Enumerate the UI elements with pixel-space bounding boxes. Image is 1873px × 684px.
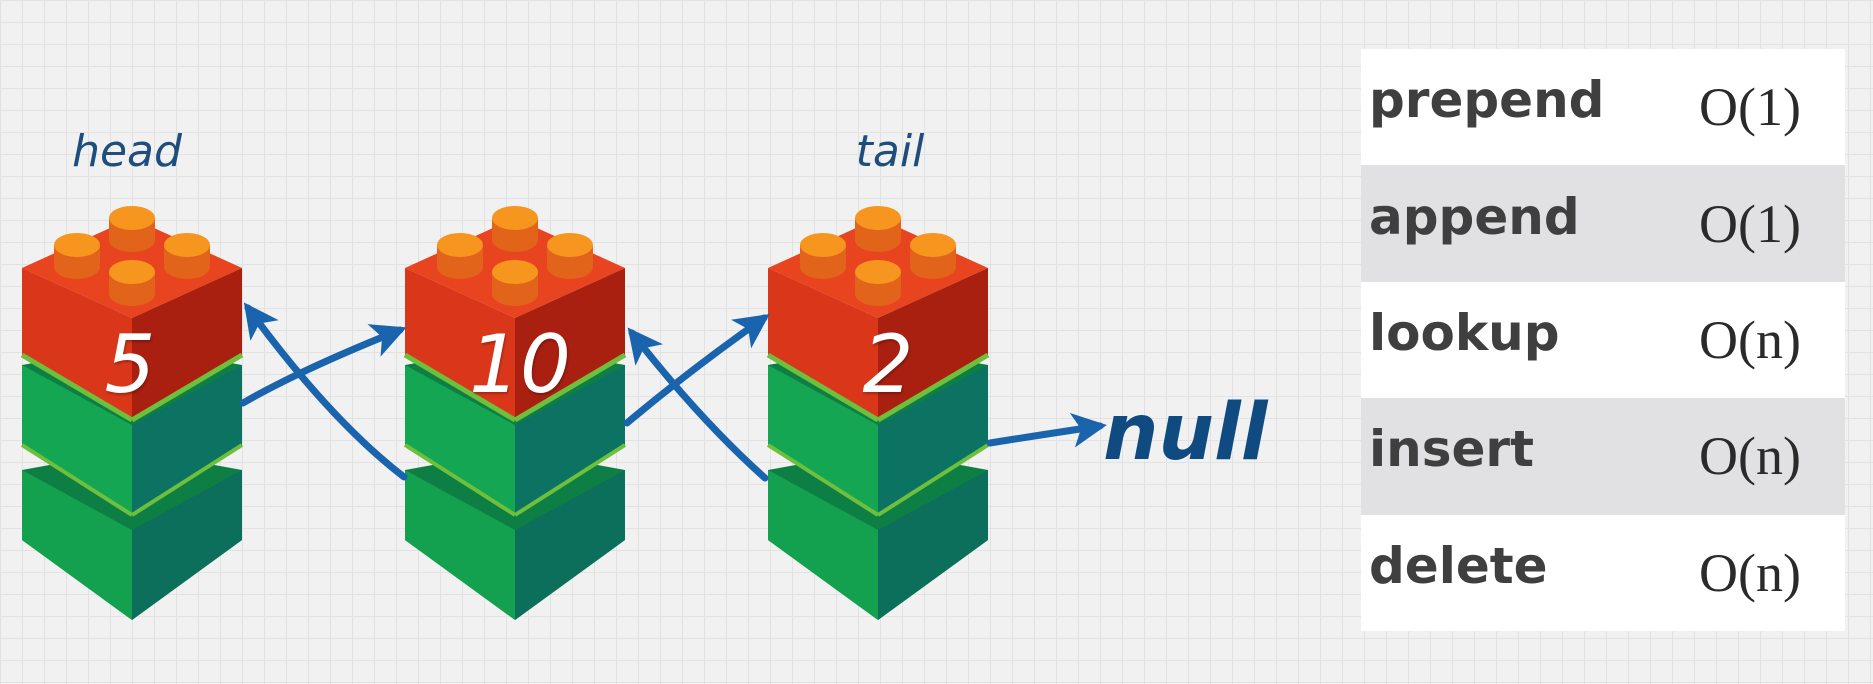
table-row: append O(1) bbox=[1361, 165, 1845, 282]
stud bbox=[109, 260, 155, 306]
node-block-1 bbox=[20, 206, 244, 620]
table-row: prepend O(1) bbox=[1361, 49, 1845, 166]
operation-complexity: O(n) bbox=[1655, 514, 1845, 631]
node-value-2: 10 bbox=[469, 318, 571, 411]
stud bbox=[547, 233, 593, 279]
next-arrow-1-to-2 bbox=[239, 324, 407, 407]
stud bbox=[109, 206, 155, 252]
operation-complexity: O(1) bbox=[1655, 165, 1845, 282]
node-block-3 bbox=[766, 206, 990, 620]
stud bbox=[164, 233, 210, 279]
prev-arrow-2-to-1 bbox=[243, 302, 408, 481]
stud bbox=[437, 233, 483, 279]
operation-complexity: O(n) bbox=[1655, 398, 1845, 515]
next-arrow-3-to-null bbox=[986, 412, 1107, 448]
operation-complexity: O(n) bbox=[1655, 281, 1845, 399]
operation-name: insert bbox=[1361, 398, 1655, 515]
table-row: insert O(n) bbox=[1361, 398, 1845, 515]
stud bbox=[855, 260, 901, 306]
stud bbox=[54, 233, 100, 279]
stud bbox=[800, 233, 846, 279]
operation-name: append bbox=[1361, 165, 1655, 282]
table-row: lookup O(n) bbox=[1361, 281, 1845, 399]
node-block-2 bbox=[403, 206, 627, 620]
complexity-table: prepend O(1) append O(1) lookup O(n) ins… bbox=[1361, 49, 1845, 631]
tail-label: tail bbox=[855, 126, 925, 177]
node-value-1: 5 bbox=[104, 318, 156, 411]
operation-complexity: O(1) bbox=[1655, 49, 1845, 166]
table-row: delete O(n) bbox=[1361, 514, 1845, 631]
prev-arrow-3-to-2 bbox=[627, 327, 769, 482]
operation-name: prepend bbox=[1361, 49, 1655, 166]
stud bbox=[492, 260, 538, 306]
null-label: null bbox=[1103, 388, 1268, 478]
stud bbox=[492, 206, 538, 252]
operation-name: lookup bbox=[1361, 281, 1655, 399]
operation-name: delete bbox=[1361, 514, 1655, 631]
next-arrow-2-to-3 bbox=[623, 313, 770, 427]
head-label: head bbox=[72, 126, 182, 177]
stud bbox=[910, 233, 956, 279]
node-value-3: 2 bbox=[862, 318, 914, 411]
linked-list-diagram bbox=[20, 206, 1107, 620]
stud bbox=[855, 206, 901, 252]
